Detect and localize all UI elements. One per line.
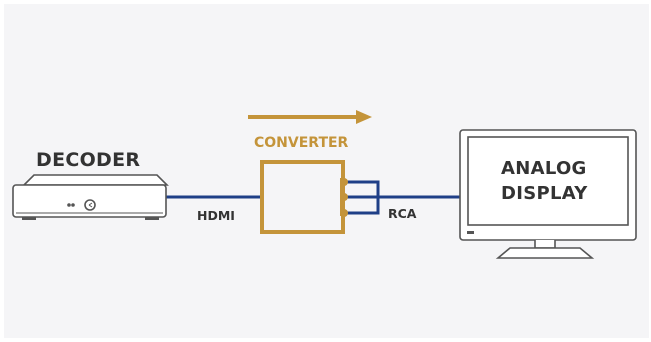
decoder-label: DECODER (36, 149, 141, 171)
display-label-line1: ANALOG (501, 158, 587, 179)
rca-label: RCA (388, 206, 417, 221)
display-label-line2: DISPLAY (501, 183, 588, 204)
rca-cables (344, 180, 460, 215)
converter-box-icon (260, 160, 348, 234)
set-top-box-icon (12, 174, 169, 220)
hdmi-label: HDMI (197, 208, 235, 223)
arrow-right-icon (248, 110, 372, 124)
monitor-icon (459, 129, 637, 259)
converter-label: CONVERTER (254, 135, 349, 151)
